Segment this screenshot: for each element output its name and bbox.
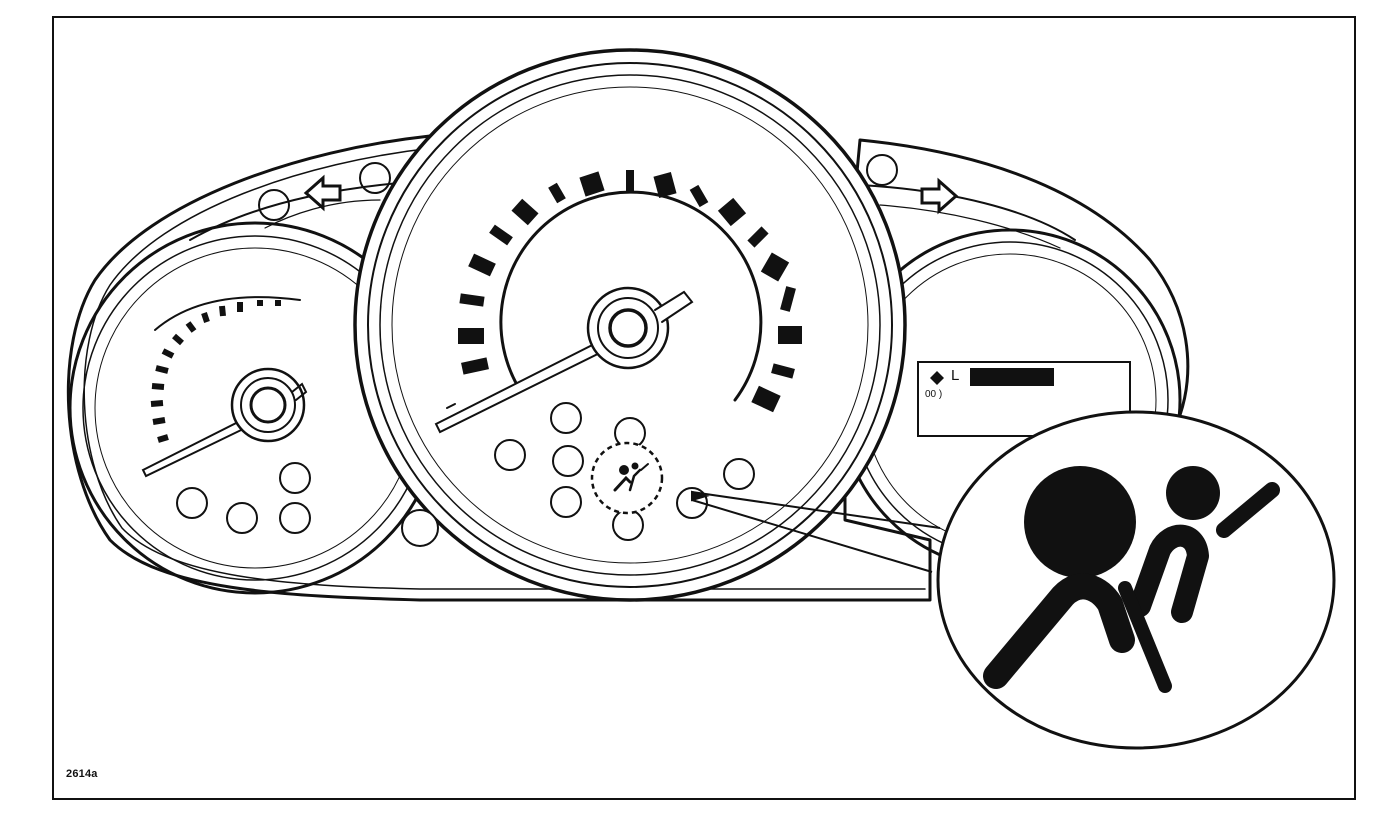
airbag-warning-icon-large xyxy=(983,466,1280,693)
airbag-warning-icon xyxy=(613,462,649,492)
callout-leader xyxy=(691,490,941,573)
center-gauge-needle xyxy=(434,286,694,434)
right-turn-indicator xyxy=(866,154,959,215)
center-gauge-ticks xyxy=(458,170,802,413)
odometer-redacted xyxy=(970,368,1054,386)
cluster-housing xyxy=(66,134,1190,602)
figure-id-label: 2614a xyxy=(66,768,98,780)
arrow-right-icon xyxy=(920,177,959,215)
airbag-lamp-highlight xyxy=(590,441,664,515)
left-turn-indicator xyxy=(258,162,391,221)
fuel-pump-icon xyxy=(930,371,944,385)
left-gauge-needle xyxy=(141,367,308,478)
left-gauge-ticks xyxy=(150,300,281,443)
odometer-label: L xyxy=(951,367,960,384)
odometer-sublabel: 00 ) xyxy=(925,389,943,400)
arrow-left-icon xyxy=(303,174,342,212)
airbag-callout-magnified xyxy=(936,410,1336,750)
speed-scale-arc xyxy=(499,190,763,402)
warning-lamps xyxy=(176,402,755,547)
